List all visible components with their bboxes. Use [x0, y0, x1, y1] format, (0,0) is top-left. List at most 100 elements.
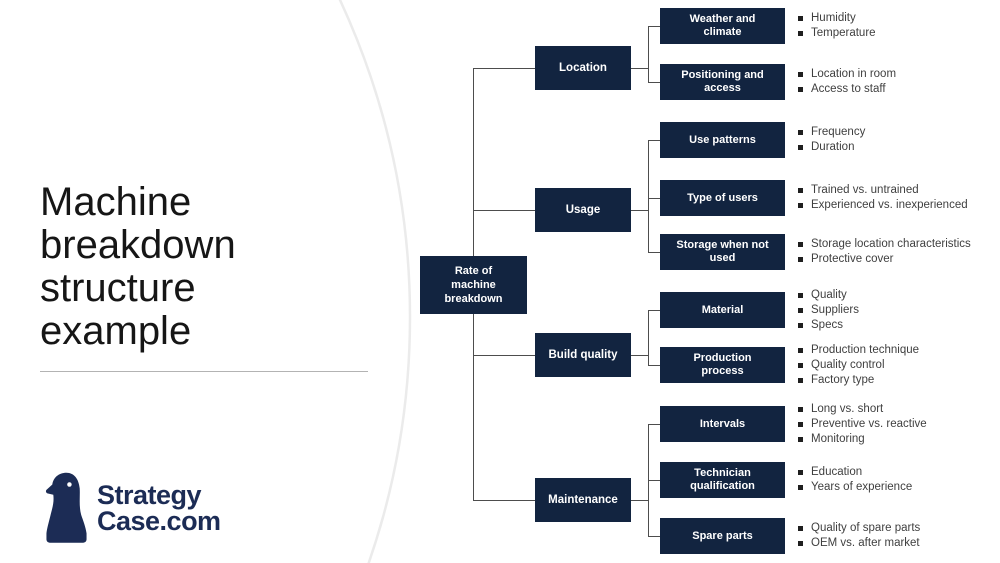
tree-root-label: Rate of machine breakdown [444, 265, 503, 305]
connector-line [648, 252, 660, 253]
bullet-marker [798, 470, 803, 475]
bullet-text: Production technique [811, 343, 920, 356]
leaf-label: Storage when not used [676, 239, 769, 264]
branch-label: Maintenance [548, 493, 618, 506]
connector-line [648, 26, 660, 27]
leaf-label: Intervals [699, 417, 746, 430]
bullet-item: Protective cover [798, 252, 1000, 267]
bullet-list: Frequency Duration [798, 125, 1000, 155]
connector-line [631, 500, 648, 501]
bullet-item: Quality control [798, 358, 1000, 373]
bullet-text: Factory type [811, 373, 875, 386]
bullet-text: Temperature [811, 27, 876, 39]
leaf-label: Technician qualification [690, 467, 755, 492]
bullet-item: Years of experience [798, 480, 1000, 495]
bullet-text: Quality control [811, 358, 885, 371]
connector-line [648, 82, 660, 83]
bullet-item: Quality of spare parts [798, 521, 1000, 536]
logo-line-2: Case.com [97, 506, 221, 536]
bullet-text: Frequency [811, 126, 866, 138]
leaf-label: Use patterns [689, 133, 756, 146]
bullet-item: Frequency [798, 125, 1000, 140]
bullet-item: Education [798, 465, 1000, 480]
bullet-marker [798, 347, 803, 353]
bullet-list: Education Years of experience [798, 465, 1000, 495]
bullet-list: Quality of spare parts OEM vs. after mar… [798, 521, 1000, 551]
connector-line [648, 26, 649, 83]
connector-line [648, 536, 660, 537]
leaf-row-spare-parts: Spare parts Quality of spare parts OEM v… [660, 518, 1000, 554]
eagle-logo-icon [45, 472, 87, 543]
bullet-item: Quality [798, 288, 1000, 303]
bullet-marker [798, 436, 803, 442]
bullet-list: Production technique Quality control Fac… [798, 343, 1000, 388]
bullet-list: Quality Suppliers Specs [798, 288, 1000, 333]
bullet-item: Location in room [798, 67, 1000, 82]
bullet-text: Humidity [811, 12, 856, 24]
leaf-row-positioning-and-access: Positioning and access Location in room … [660, 64, 1000, 100]
connector-line [473, 355, 535, 356]
bullet-item: Experienced vs. inexperienced [798, 198, 1000, 213]
leaf-node: Storage when not used [660, 234, 785, 270]
bullet-text: Specs [811, 318, 843, 331]
connector-line [648, 140, 649, 253]
connector-line [473, 210, 535, 211]
bullet-item: Long vs. short [798, 402, 1000, 417]
bullet-marker [798, 31, 803, 36]
branch-label: Location [559, 61, 607, 74]
bullet-item: Specs [798, 318, 1000, 333]
bullet-marker [798, 421, 803, 427]
bullet-list: Long vs. short Preventive vs. reactive M… [798, 402, 1000, 447]
page-title: Machine breakdown structure example [40, 180, 236, 353]
branch-label: Usage [565, 203, 601, 216]
bullet-text: Duration [811, 141, 855, 153]
bullet-marker [798, 362, 803, 368]
bullet-marker [798, 541, 803, 546]
bullet-list: Humidity Temperature [798, 11, 1000, 41]
connector-line [648, 365, 660, 366]
leaf-node: Weather and climate [660, 8, 785, 44]
connector-line [631, 68, 648, 69]
strategycase-logo: Strategy Case.com [44, 471, 221, 545]
bullet-list: Location in room Access to staff [798, 67, 1000, 97]
bullet-item: Factory type [798, 373, 1000, 388]
bullet-item: Preventive vs. reactive [798, 417, 1000, 432]
bullet-item: Humidity [798, 11, 1000, 26]
bullet-item: Monitoring [798, 432, 1000, 447]
bullet-text: Education [811, 466, 863, 478]
tree-root-node: Rate of machine breakdown [420, 256, 527, 314]
connector-line [648, 424, 660, 425]
bullet-text: OEM vs. after market [811, 537, 920, 549]
connector-line [648, 310, 649, 366]
connector-line [631, 355, 648, 356]
connector-line [473, 500, 535, 501]
connector-line [648, 140, 660, 141]
bullet-text: Location in room [811, 68, 897, 80]
leaf-node: Technician qualification [660, 462, 785, 498]
connector-line [648, 480, 660, 481]
bullet-text: Years of experience [811, 481, 913, 493]
leaf-row-material: Material Quality Suppliers Specs [660, 289, 1000, 331]
leaf-node: Spare parts [660, 518, 785, 554]
bullet-text: Access to staff [811, 83, 886, 95]
bullet-list: Storage location characteristics Protect… [798, 237, 1000, 267]
branch-node-location: Location [535, 46, 631, 90]
bullet-marker [798, 292, 803, 298]
leaf-label: Type of users [687, 191, 758, 204]
leaf-row-type-of-users: Type of users Trained vs. untrained Expe… [660, 180, 1000, 216]
bullet-marker [798, 87, 803, 92]
leaf-label: Spare parts [692, 529, 753, 542]
bullet-item: Duration [798, 140, 1000, 155]
bullet-item: Access to staff [798, 82, 1000, 97]
bullet-text: Quality [811, 288, 847, 301]
leaf-node: Use patterns [660, 122, 785, 158]
branch-node-usage: Usage [535, 188, 631, 232]
connector-line [648, 310, 660, 311]
leaf-row-intervals: Intervals Long vs. short Preventive vs. … [660, 403, 1000, 445]
bullet-item: Suppliers [798, 303, 1000, 318]
leaf-label: Production process [693, 352, 752, 377]
leaf-label: Positioning and access [681, 69, 764, 94]
bullet-item: Production technique [798, 343, 1000, 358]
bullet-item: OEM vs. after market [798, 536, 1000, 551]
branch-node-build-quality: Build quality [535, 333, 631, 377]
